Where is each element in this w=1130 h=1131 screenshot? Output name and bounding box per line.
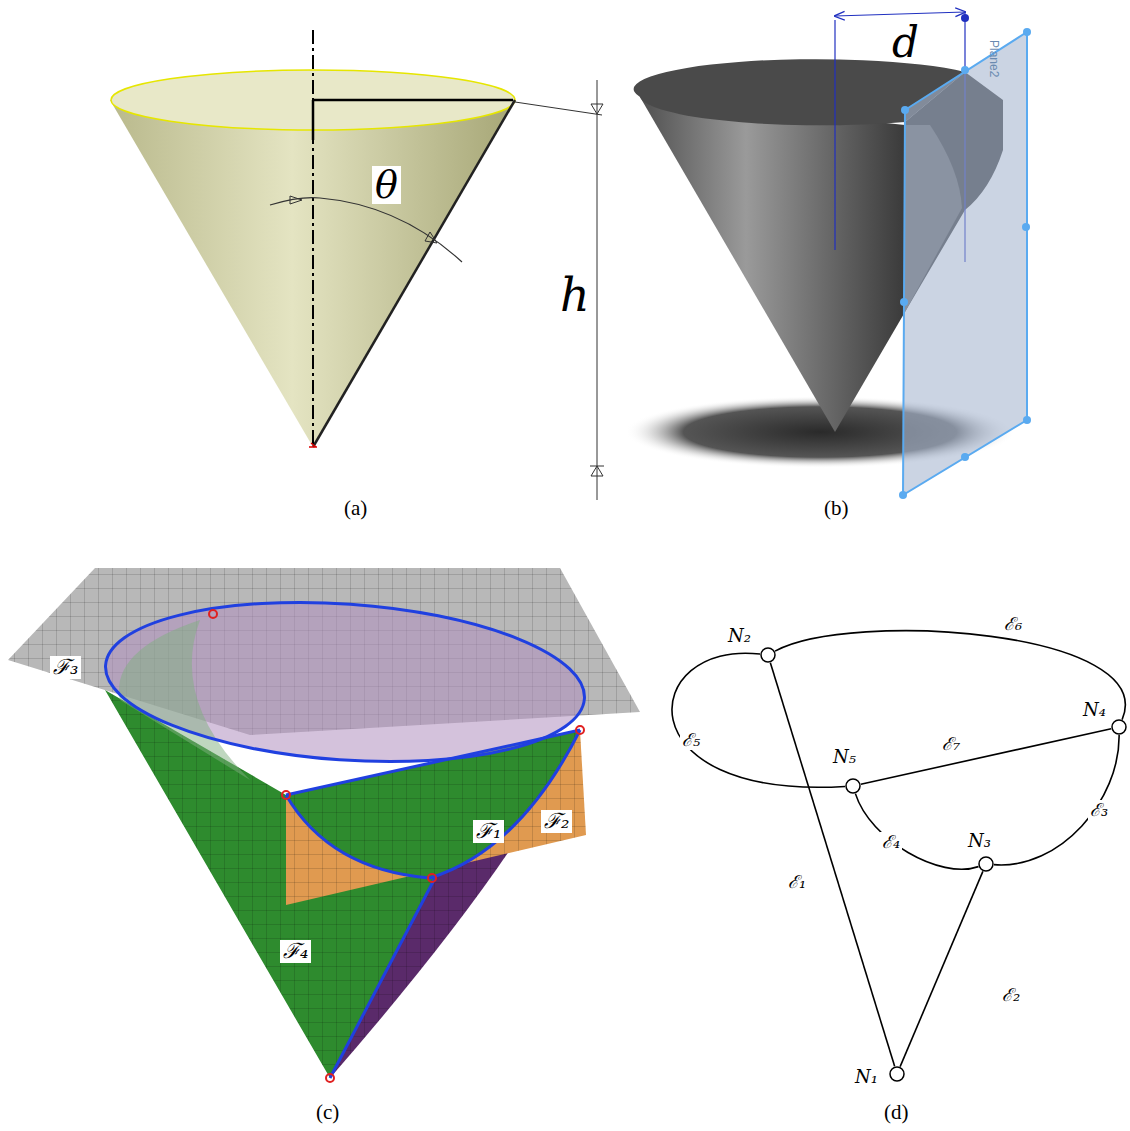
node-label: N₂: [728, 627, 751, 645]
node-circle: [845, 778, 861, 794]
node-circle: [978, 856, 994, 872]
node-ring: [890, 1067, 904, 1081]
part-label: ℱ₁: [473, 820, 504, 843]
node-circle: [889, 1066, 905, 1082]
graph-edge: [775, 631, 1125, 720]
graph-node: N₄: [1111, 719, 1127, 735]
graph-edge: [672, 653, 845, 787]
graph-edge: [861, 729, 1111, 785]
node-ring: [1112, 720, 1126, 734]
edge-label: ℰ₂: [1000, 985, 1022, 1005]
graph-node: N₅: [845, 778, 861, 794]
part-label: ℱ₂: [541, 810, 572, 833]
node-ring: [979, 857, 993, 871]
panel-caption: (d): [884, 1102, 909, 1123]
panel-caption: (c): [316, 1102, 339, 1123]
graph-edge: [900, 871, 983, 1066]
part-label: h: [560, 272, 590, 318]
edge-label: ℰ₃: [1088, 800, 1110, 820]
graph-node: N₁: [889, 1066, 905, 1082]
part-label: ℱ₃: [50, 656, 81, 679]
graph-edge: [855, 794, 978, 870]
node-ring: [761, 648, 775, 662]
edge-label: ℰ₇: [940, 734, 962, 754]
node-label: N₅: [833, 748, 856, 766]
graph-edge: [994, 735, 1119, 865]
edge-label: ℰ₄: [880, 832, 902, 852]
node-label: N₁: [855, 1068, 878, 1086]
part-label: ℱ₄: [280, 940, 311, 963]
panel-caption: (b): [824, 498, 849, 519]
panel-caption: (a): [344, 498, 367, 519]
graph-edge: [770, 663, 894, 1067]
node-circle: [760, 647, 776, 663]
edge-label: ℰ₁: [786, 872, 808, 892]
node-circle: [1111, 719, 1127, 735]
edge-label: ℰ₆: [1002, 614, 1024, 634]
part-label: d: [892, 22, 919, 64]
node-label: N₄: [1083, 701, 1106, 719]
node-label: N₃: [968, 832, 991, 850]
part-label: Plane2: [988, 40, 1000, 77]
graph-node: N₃: [978, 856, 994, 872]
edge-label: ℰ₅: [680, 730, 702, 750]
node-ring: [846, 779, 860, 793]
graph-node: N₂: [760, 647, 776, 663]
part-label: θ: [372, 166, 401, 204]
